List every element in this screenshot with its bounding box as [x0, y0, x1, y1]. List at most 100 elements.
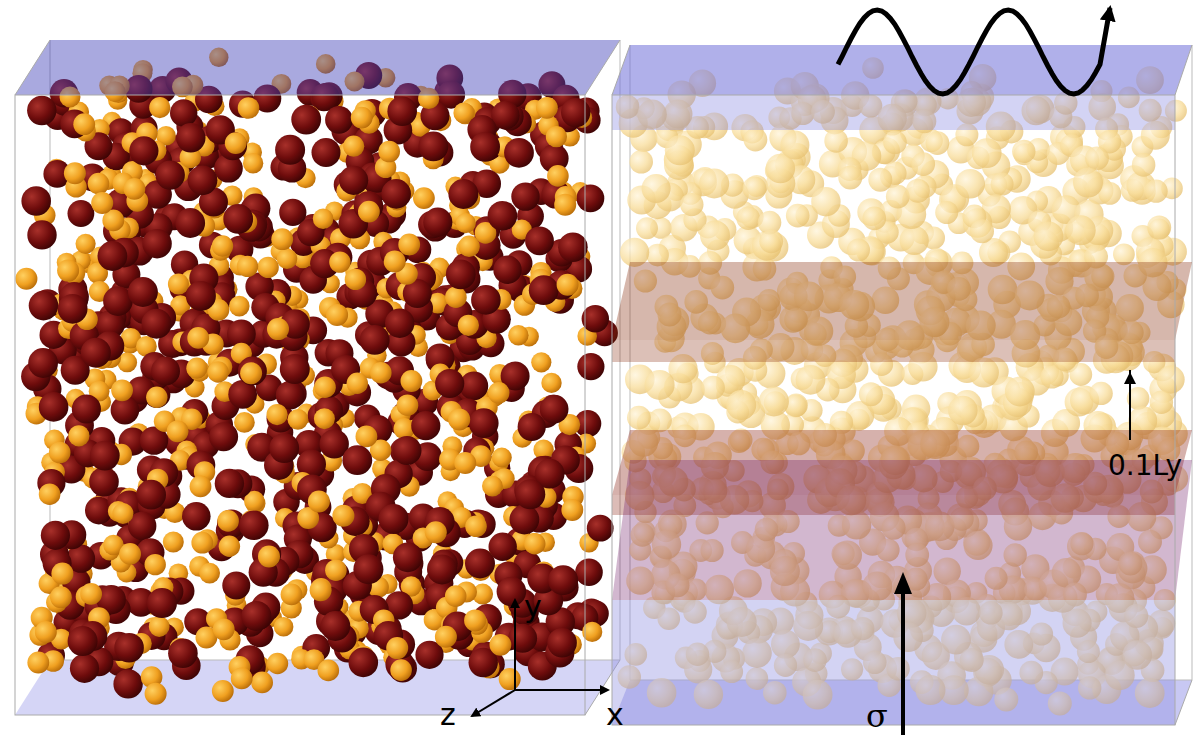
- large-grain: [511, 182, 539, 210]
- grain: [970, 219, 994, 243]
- grain: [1147, 216, 1171, 240]
- large-grain: [72, 394, 101, 423]
- large-grain: [508, 624, 537, 653]
- small-grain: [267, 653, 288, 674]
- grain: [627, 406, 651, 430]
- small-grain: [499, 668, 521, 690]
- small-grain: [326, 304, 348, 326]
- large-grain: [518, 413, 546, 441]
- grain: [1085, 146, 1109, 170]
- small-grain: [547, 165, 569, 187]
- grain: [972, 138, 1002, 168]
- small-grain: [314, 376, 336, 398]
- grain: [1157, 366, 1185, 394]
- small-grain: [240, 362, 262, 384]
- grain: [648, 409, 672, 433]
- left-box-back: [15, 40, 620, 715]
- large-grain: [175, 208, 205, 238]
- large-grain: [469, 408, 499, 438]
- large-grain: [411, 411, 440, 440]
- small-grain: [358, 201, 380, 223]
- large-grain: [27, 220, 56, 249]
- small-grain: [146, 387, 167, 408]
- small-grain: [445, 585, 467, 607]
- grain: [838, 166, 862, 190]
- grain: [969, 358, 999, 388]
- grain: [766, 154, 795, 183]
- grain: [636, 217, 658, 239]
- small-grain: [225, 132, 247, 154]
- large-grain: [275, 135, 305, 165]
- small-grain: [251, 672, 273, 694]
- large-grain: [215, 469, 244, 498]
- small-grain: [351, 107, 373, 129]
- grain: [868, 168, 892, 192]
- grain: [1005, 377, 1035, 407]
- small-grain: [314, 408, 335, 429]
- grain: [786, 204, 810, 228]
- grain: [1145, 180, 1168, 203]
- grain: [736, 206, 760, 230]
- large-grain: [269, 433, 299, 463]
- small-grain: [57, 260, 79, 282]
- grain: [759, 229, 783, 253]
- small-grain: [199, 563, 220, 584]
- small-grain: [464, 609, 486, 631]
- large-grain: [435, 369, 464, 398]
- small-grain: [49, 442, 71, 464]
- large-grain: [419, 132, 449, 162]
- small-grain: [213, 618, 235, 640]
- small-grain: [390, 659, 412, 681]
- small-grain: [281, 584, 303, 606]
- small-grain: [27, 652, 49, 674]
- large-grain: [529, 275, 559, 305]
- large-grain: [504, 138, 534, 168]
- bidisperse-grains: [15, 48, 617, 705]
- small-grain: [318, 660, 340, 682]
- left-box-front: [15, 40, 620, 715]
- large-grain: [89, 467, 119, 497]
- grain: [1073, 168, 1103, 198]
- small-grain: [524, 533, 545, 554]
- grain: [1089, 382, 1112, 405]
- small-grain: [217, 510, 239, 532]
- small-grain: [76, 234, 96, 254]
- large-grain: [98, 241, 128, 271]
- large-grain: [387, 96, 417, 126]
- small-grain: [488, 382, 510, 404]
- large-grain: [21, 186, 51, 216]
- grain: [726, 390, 756, 420]
- small-grain: [490, 634, 512, 656]
- large-grain: [58, 294, 88, 324]
- large-grain: [90, 441, 120, 471]
- large-grain: [312, 138, 341, 167]
- small-grain: [39, 483, 61, 505]
- large-grain: [561, 98, 590, 127]
- grain: [1034, 221, 1064, 251]
- small-grain: [267, 318, 289, 340]
- large-grain: [70, 654, 99, 683]
- small-grain: [167, 420, 189, 442]
- grain: [665, 135, 695, 165]
- small-grain: [401, 370, 423, 392]
- large-grain: [168, 639, 198, 669]
- grain: [759, 386, 789, 416]
- small-grain: [325, 559, 347, 581]
- small-grain: [35, 621, 57, 643]
- large-grain: [114, 633, 144, 663]
- small-grain: [73, 113, 95, 135]
- large-grain: [280, 354, 310, 384]
- grain: [645, 370, 675, 400]
- small-grain: [168, 273, 189, 294]
- small-grain: [492, 448, 512, 468]
- small-grain: [258, 546, 280, 568]
- small-grain: [445, 286, 467, 308]
- large-grain: [142, 309, 172, 339]
- small-grain: [231, 668, 253, 690]
- large-grain: [547, 628, 577, 658]
- grain: [629, 150, 653, 174]
- small-grain: [229, 296, 250, 317]
- large-grain: [27, 96, 56, 125]
